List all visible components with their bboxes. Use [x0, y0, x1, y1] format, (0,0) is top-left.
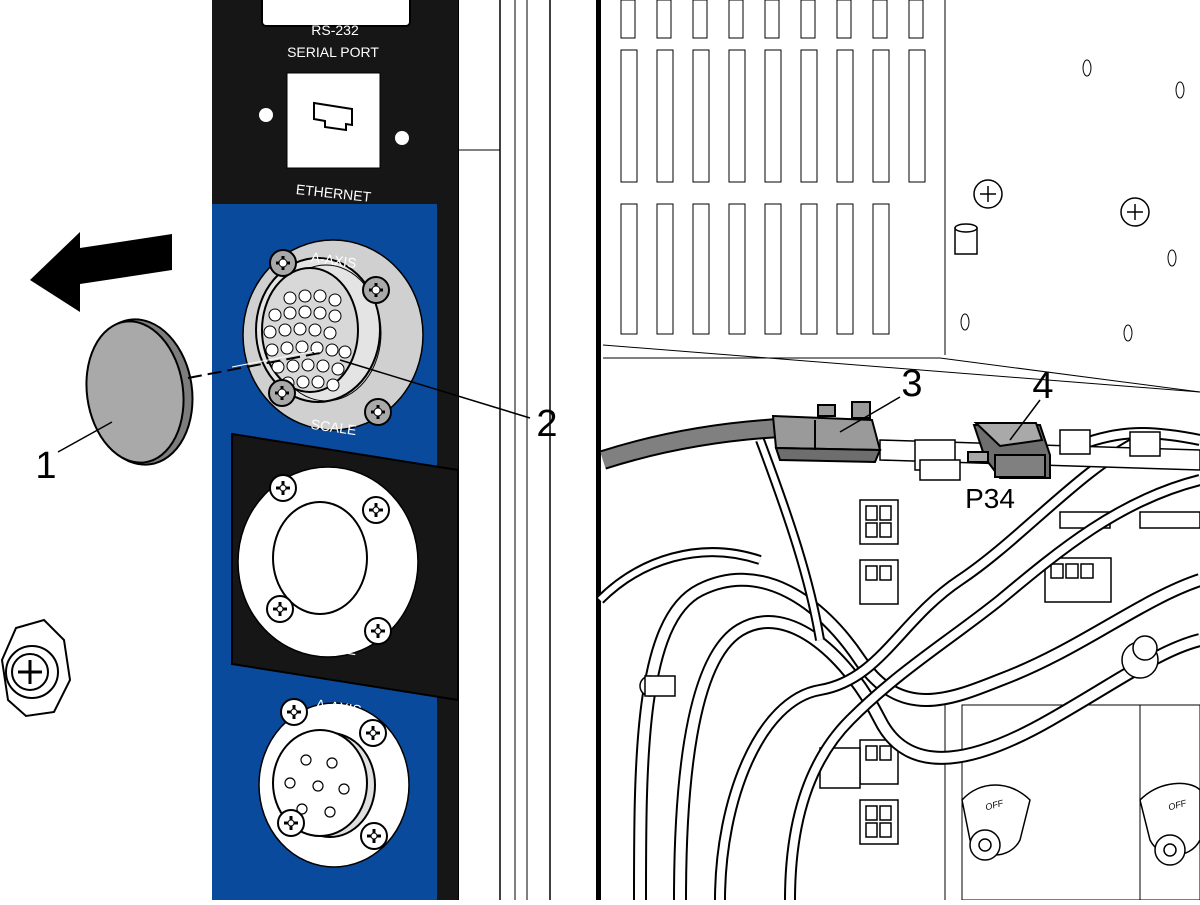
cable-clamp [639, 635, 1159, 697]
hex-bolt-icon [0, 618, 72, 718]
callout-1-leader [57, 421, 113, 453]
ethernet-label: ETHERNET [295, 181, 372, 205]
phillips-screw-icon [361, 275, 391, 305]
rotary-switch [961, 782, 1200, 866]
a-axis-power-sublabel: POWER [306, 834, 361, 857]
ethernet-port-icon [313, 101, 353, 132]
pin-array [263, 289, 352, 392]
callout-4: 4 [1032, 365, 1053, 407]
phillips-screw-icon [359, 821, 389, 851]
direction-arrow-icon [30, 232, 172, 312]
power-pins [284, 754, 350, 818]
vent-slots [620, 0, 926, 335]
mount-hole [259, 108, 273, 122]
plug-3 [771, 401, 882, 464]
callout-1: 1 [35, 445, 56, 487]
standoff [954, 223, 978, 255]
serial-port-label: SERIAL PORT [287, 44, 379, 60]
phillips-screw-icon [358, 718, 388, 748]
b-axis-scale-label: B-AXIS [310, 472, 358, 494]
callout-2: 2 [536, 403, 557, 445]
phillips-screw-icon [267, 378, 297, 408]
view-divider [596, 0, 601, 900]
phillips-screw-icon [265, 594, 295, 624]
phillips-screw-icon [268, 248, 298, 278]
plug-4-p34 [967, 422, 1051, 479]
a-axis-power-label: A-AXIS [315, 696, 363, 718]
bolt-icon [973, 179, 1003, 209]
callout-3-leader [839, 396, 901, 433]
mount-hole [395, 131, 409, 145]
phillips-screw-icon [276, 808, 306, 838]
right-view [596, 0, 1200, 901]
bolt-icon [1120, 197, 1150, 227]
connector-id-label: P34 [965, 483, 1015, 514]
phillips-screw-icon [279, 697, 309, 727]
switch-off-label: OFF [1167, 798, 1187, 812]
phillips-screw-icon [363, 616, 393, 646]
callout-3: 3 [901, 363, 922, 405]
phillips-screw-icon [268, 473, 298, 503]
connector-panel: RS-232 SERIAL PORT ETHERNET [212, 0, 459, 900]
board-connectors [819, 499, 1200, 845]
a-axis-scale-sublabel: SCALE [310, 416, 358, 438]
switch-off-label: OFF [984, 798, 1004, 812]
left-view: RS-232 SERIAL PORT ETHERNET [0, 0, 558, 900]
alignment-line [187, 352, 321, 379]
phillips-screw-icon [361, 495, 391, 525]
b-axis-scale-sublabel: SCALE [310, 636, 358, 658]
cabinet-rails [457, 0, 551, 900]
dust-cap [85, 318, 194, 466]
rs232-label: RS-232 [311, 22, 359, 38]
phillips-screw-icon [363, 397, 393, 427]
callout-2-leader [339, 359, 531, 419]
callout-4-leader [1009, 399, 1041, 441]
alignment-line-highlight [231, 349, 321, 368]
a-axis-scale-label: A-AXIS [310, 249, 358, 271]
